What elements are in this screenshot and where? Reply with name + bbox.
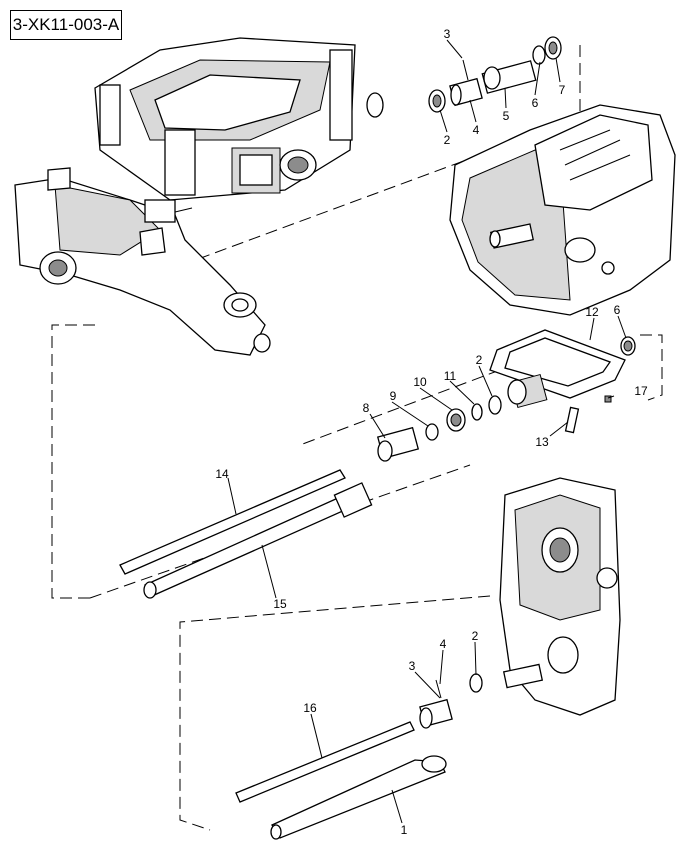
lower-shaft-parts xyxy=(419,673,483,729)
callout-6-upper: 6 xyxy=(532,96,539,110)
long-shafts-upper xyxy=(119,469,373,599)
callout-13: 12 xyxy=(585,305,599,319)
callout-16: 16 xyxy=(303,701,317,715)
callout-5: 5 xyxy=(503,109,510,123)
frame-housing xyxy=(94,37,384,201)
callout-3-lower: 3 xyxy=(409,659,416,673)
cover-plate-assembly xyxy=(376,329,636,462)
callout-labels: 3 2 4 5 6 7 12 6 2 11 10 9 8 17 13 14 15… xyxy=(215,27,648,837)
callout-7: 7 xyxy=(559,83,566,97)
callout-4-upper: 4 xyxy=(473,123,480,137)
callout-14: 13 xyxy=(535,435,549,449)
top-shaft-parts xyxy=(428,36,562,113)
callout-3-upper: 3 xyxy=(444,27,451,41)
callout-15: 15 xyxy=(273,597,287,611)
gearbox-housing xyxy=(449,104,676,316)
rear-housing xyxy=(499,477,621,716)
callout-4-lower: 4 xyxy=(440,637,447,651)
callout-17: 17 xyxy=(634,384,648,398)
callout-8: 14 xyxy=(215,467,229,481)
diagram-reference-code: 3-XK11-003-A xyxy=(10,10,122,40)
callout-2-middle: 2 xyxy=(476,353,483,367)
callout-2-upper: 2 xyxy=(444,133,451,147)
callout-9: 8 xyxy=(363,401,370,415)
long-shafts-lower xyxy=(235,721,447,840)
callout-10: 9 xyxy=(390,389,397,403)
callout-1: 1 xyxy=(401,823,408,837)
callout-2-lower: 2 xyxy=(472,629,479,643)
callout-6-middle: 6 xyxy=(614,303,621,317)
axle-beam xyxy=(14,167,271,356)
leader-lines xyxy=(227,39,627,824)
callout-12: 11 xyxy=(444,369,457,383)
callout-11: 10 xyxy=(413,375,427,389)
